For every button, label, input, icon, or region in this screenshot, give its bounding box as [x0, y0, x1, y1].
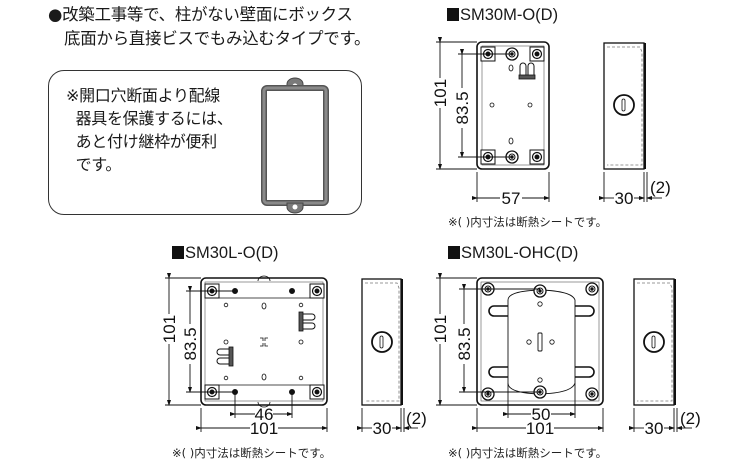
dim-insulation-sm30l-ohc: (2) — [680, 409, 701, 428]
dim-depth-sm30l-ohc: 30 — [645, 419, 664, 438]
square-bullet-icon — [172, 246, 184, 259]
intro-text: ●改築工事等で、柱がない壁面にボックス 底面から直接ビスでもみ込むタイプです。 — [48, 3, 370, 51]
dimension-lines-sm30m — [436, 37, 550, 202]
square-bullet-icon — [448, 246, 460, 259]
dim-pitch-sm30l-ohc: 83.5 — [455, 327, 474, 360]
model-title-text: SM30M-O(D) — [460, 6, 559, 24]
dim-depth-sm30l: 30 — [373, 419, 392, 438]
frame-accessory-icon — [261, 77, 329, 214]
model-title-text: SM30L-OHC(D) — [461, 244, 579, 262]
dim-screw-pitch-sm30l: 46 — [255, 405, 274, 424]
dim-height-sm30l: 101 — [160, 315, 179, 343]
dim-width-sm30l-ohc: 101 — [526, 419, 554, 438]
dimension-lines-sm30l — [165, 273, 328, 432]
dim-pitch-sm30m: 83.5 — [453, 91, 472, 124]
model-title-sm30m: SM30M-O(D) — [447, 6, 558, 25]
footnote-sm30l-ohc: ※( )内寸法は断熱シートです。 — [448, 446, 608, 460]
dim-height-sm30l-ohc: 101 — [431, 315, 450, 343]
drawing-sm30m-front — [476, 41, 550, 170]
intro-line-1: ●改築工事等で、柱がない壁面にボックス — [48, 5, 353, 24]
square-bullet-icon — [447, 8, 459, 21]
dimension-lines-sm30l-ohc — [436, 273, 604, 432]
drawing-sm30m-side — [599, 42, 662, 202]
dim-height-sm30m: 101 — [431, 79, 450, 107]
model-title-sm30l-ohc: SM30L-OHC(D) — [448, 244, 578, 263]
dim-width-sm30l: 101 — [250, 419, 278, 438]
dim-pitch-sm30l: 83.5 — [181, 327, 200, 360]
drawing-sm30l-side — [357, 278, 418, 432]
note-text: ※開口穴断面より配線 器具を保護するには、 あと付け継枠が便利 です。 — [66, 86, 233, 174]
footnote-sm30l: ※( )内寸法は断熱シートです。 — [172, 446, 332, 460]
note-box — [48, 70, 362, 215]
model-title-text: SM30L-O(D) — [185, 244, 279, 262]
footnote-sm30m: ※( )内寸法は断熱シートです。 — [448, 215, 608, 229]
drawing-sm30l-ohc-front — [476, 277, 604, 406]
dim-screw-pitch-sm30l-ohc: 50 — [532, 405, 551, 424]
drawing-sm30l-ohc-side — [629, 278, 692, 432]
drawing-sm30l-front — [200, 275, 328, 408]
model-title-sm30l: SM30L-O(D) — [172, 244, 279, 263]
intro-line-2: 底面から直接ビスでもみ込むタイプです。 — [64, 29, 371, 48]
dim-width-sm30m: 57 — [502, 189, 521, 208]
dim-insulation-sm30l: (2) — [406, 409, 427, 428]
dim-insulation-sm30m: (2) — [650, 178, 671, 197]
dim-depth-sm30m: 30 — [615, 189, 634, 208]
